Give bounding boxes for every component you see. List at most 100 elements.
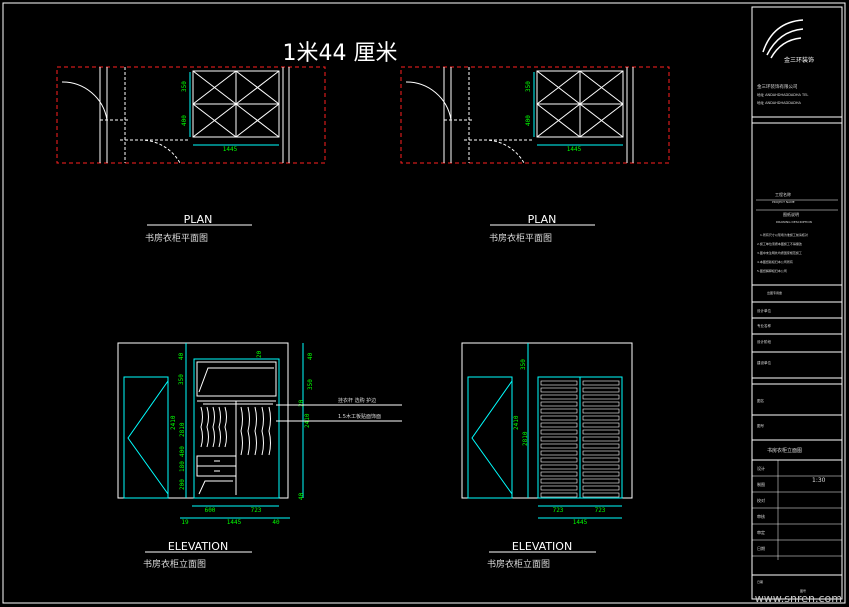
note-3: 3.图中未注明处均按国家规范施工 bbox=[757, 250, 802, 255]
louver-slat bbox=[540, 436, 578, 442]
elev-left-dim-right-0: 40 bbox=[307, 352, 314, 360]
elev-left-note-2: 1.5木工板贴面饰面 bbox=[338, 413, 381, 420]
louver-slat bbox=[540, 401, 578, 407]
louver-slat bbox=[582, 478, 620, 484]
footer-1: 日期 bbox=[757, 579, 763, 584]
louver-slat bbox=[540, 394, 578, 400]
elev-left-dim-bottom-1: 723 bbox=[251, 507, 262, 514]
elev-left-heading: ELEVATION bbox=[168, 540, 228, 553]
plan-right-boundary bbox=[400, 66, 670, 164]
louver-slat bbox=[540, 492, 578, 498]
hangers-left bbox=[200, 406, 271, 456]
elev-left-dim-total-0: 19 bbox=[181, 519, 189, 526]
louver-panels bbox=[540, 380, 620, 498]
elev-left-dim-right-2: 20 bbox=[298, 399, 305, 407]
company-line2: 地址 ANDAHDHADDADHA TEL bbox=[757, 92, 808, 97]
louver-slat bbox=[582, 422, 620, 428]
elev-left-dim-side-4: 400 bbox=[179, 446, 186, 457]
drawing-title: 书房衣柜立面图 bbox=[767, 447, 802, 454]
louver-slat bbox=[540, 443, 578, 449]
project-label: 工程名称 bbox=[775, 191, 791, 197]
elev-right-dim-side-1: 2810 bbox=[522, 431, 529, 446]
louver-slat bbox=[540, 485, 578, 491]
louver-slat bbox=[582, 443, 620, 449]
elev-left-dim-side-0: 2410 bbox=[170, 415, 177, 430]
plan-left-boundary bbox=[56, 66, 326, 164]
louver-slat bbox=[540, 429, 578, 435]
louver-slat bbox=[540, 422, 578, 428]
louver-slat bbox=[540, 387, 578, 393]
elev-left-dim-top-0: 40 bbox=[178, 352, 185, 360]
louver-slat bbox=[582, 380, 620, 386]
elev-left-dim-top-inner: 20 bbox=[256, 350, 263, 358]
field-2: 专业名称 bbox=[757, 323, 771, 328]
company-line3: 地址 ANDAHDHADDADHA bbox=[757, 100, 802, 105]
louver-slat bbox=[582, 387, 620, 393]
louver-slat bbox=[582, 415, 620, 421]
signature-row-label: 制图 bbox=[757, 481, 765, 487]
elev-left-dim-total-2: 40 bbox=[272, 519, 280, 526]
drawing-value: DRAWING DESCRIPTION bbox=[776, 220, 812, 224]
elev-left-dim-side-3: 200 bbox=[179, 479, 186, 490]
elev-left-dim-right-1: 350 bbox=[307, 379, 314, 390]
scale-value: 1:30 bbox=[812, 477, 826, 484]
plan-right-caption: 书房衣柜平面图 bbox=[489, 232, 552, 244]
elev-right-caption: 书房衣柜立面图 bbox=[487, 558, 550, 570]
louver-slat bbox=[540, 478, 578, 484]
sheet-title: 1米44 厘米 bbox=[283, 41, 398, 66]
elev-right-dim-side-0: 2410 bbox=[513, 415, 520, 430]
plan-right-dim-h2: 400 bbox=[525, 115, 532, 126]
footer-2: 图号 bbox=[800, 588, 806, 593]
elev-left-dim-total-1: 1445 bbox=[227, 519, 242, 526]
signature-row-label: 校对 bbox=[757, 497, 765, 503]
logo-text: 金三环装饰 bbox=[784, 56, 814, 64]
title-block: 金三环装饰 金三环装饰有限公司 地址 ANDAHDHADDADHA TEL 地址… bbox=[751, 6, 843, 600]
watermark: www.snren.com bbox=[755, 592, 842, 605]
louver-slat bbox=[582, 471, 620, 477]
stamp-label: 出图专用章 bbox=[767, 290, 782, 295]
field-6: 图号 bbox=[757, 423, 765, 428]
drawing-label: 图纸说明 bbox=[783, 211, 799, 217]
louver-slat bbox=[540, 471, 578, 477]
elev-left-dim-bottom-0: 600 bbox=[205, 507, 216, 514]
elev-right-dim-bottom-0: 723 bbox=[553, 507, 564, 514]
elev-left-dim-top-1: 350 bbox=[178, 374, 185, 385]
signature-row-label: 设计 bbox=[757, 465, 765, 471]
elev-right-dim-top-0: 350 bbox=[520, 359, 527, 370]
signature-row-label: 日期 bbox=[757, 545, 765, 551]
field-5: 图名 bbox=[757, 398, 764, 403]
plan-right: 350 400 1445 bbox=[400, 66, 670, 164]
louver-slat bbox=[582, 464, 620, 470]
louver-slat bbox=[540, 415, 578, 421]
note-1: 1.所有尺寸以现场为准施工前请核对 bbox=[760, 232, 808, 237]
louver-slat bbox=[540, 408, 578, 414]
louver-slat bbox=[540, 380, 578, 386]
elev-right-dim-total-0: 1445 bbox=[573, 519, 588, 526]
signature-row-label: 审定 bbox=[757, 529, 765, 535]
louver-slat bbox=[540, 457, 578, 463]
signature-row-label: 审核 bbox=[757, 513, 765, 519]
elevation-right: 350 2410 2810 723 723 1445 bbox=[461, 342, 633, 526]
plan-right-heading: PLAN bbox=[528, 213, 557, 226]
louver-slat bbox=[582, 485, 620, 491]
elev-left-dim-side-2: 180 bbox=[179, 461, 186, 472]
louver-slat bbox=[582, 492, 620, 498]
elevation-left: 40 350 20 40 350 20 2410 40 2410 2810 18… bbox=[117, 342, 402, 526]
plan-left-dim-w: 1445 bbox=[223, 146, 238, 153]
field-3: 设计阶段 bbox=[757, 339, 771, 344]
note-5: 5.图纸解释权归本公司 bbox=[757, 268, 787, 273]
louver-slat bbox=[582, 436, 620, 442]
plan-right-dim-h: 350 bbox=[525, 81, 532, 92]
elev-left-caption: 书房衣柜立面图 bbox=[143, 558, 206, 570]
elev-left-dim-side-1: 2810 bbox=[179, 422, 186, 437]
louver-slat bbox=[582, 394, 620, 400]
louver-slat bbox=[540, 450, 578, 456]
louver-slat bbox=[582, 457, 620, 463]
plan-left-dim-h2: 400 bbox=[181, 115, 188, 126]
louver-slat bbox=[540, 464, 578, 470]
elev-left-dim-right-4: 40 bbox=[298, 492, 305, 500]
louver-slat bbox=[582, 408, 620, 414]
